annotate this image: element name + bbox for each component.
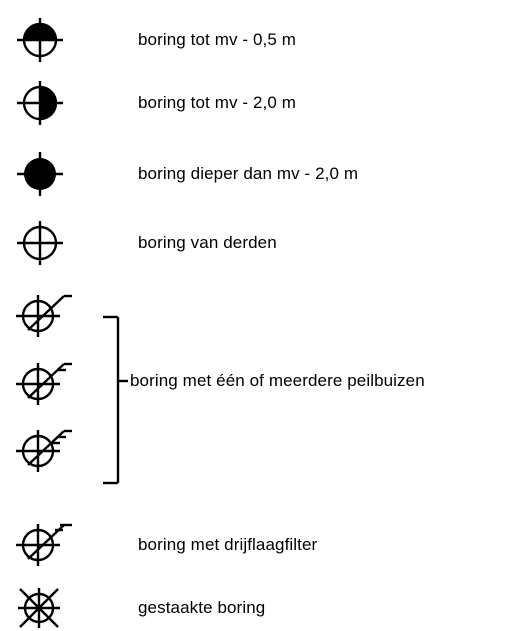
- legend-label-boring-van-derden: boring van derden: [138, 233, 277, 252]
- legend-label-boring-tot-mv-0-5: boring tot mv - 0,5 m: [138, 30, 296, 49]
- boring-half-filled-top-icon: [17, 18, 63, 62]
- legend-label-gestaakte-boring: gestaakte boring: [138, 598, 266, 617]
- legend-label-boring-tot-mv-2-0: boring tot mv - 2,0 m: [138, 93, 296, 112]
- gestaakte-boring-icon: [18, 588, 60, 628]
- boring-peilbuis-3-icon: [16, 429, 72, 472]
- boring-drijflaagfilter-icon: [16, 523, 72, 566]
- boring-open-icon: [17, 221, 63, 265]
- boring-half-filled-right-icon: [17, 81, 63, 125]
- peilbuizen-bracket: [103, 315, 128, 485]
- legend-label-boring-met-peilbuizen: boring met één of meerdere peilbuizen: [130, 371, 425, 390]
- boring-peilbuis-1-icon: [16, 294, 72, 337]
- boring-filled-icon: [17, 152, 63, 196]
- legend-label-boring-met-drijflaagfilter: boring met drijflaagfilter: [138, 535, 318, 554]
- boring-peilbuis-2-icon: [16, 362, 72, 405]
- legend-label-boring-dieper: boring dieper dan mv - 2,0 m: [138, 164, 359, 183]
